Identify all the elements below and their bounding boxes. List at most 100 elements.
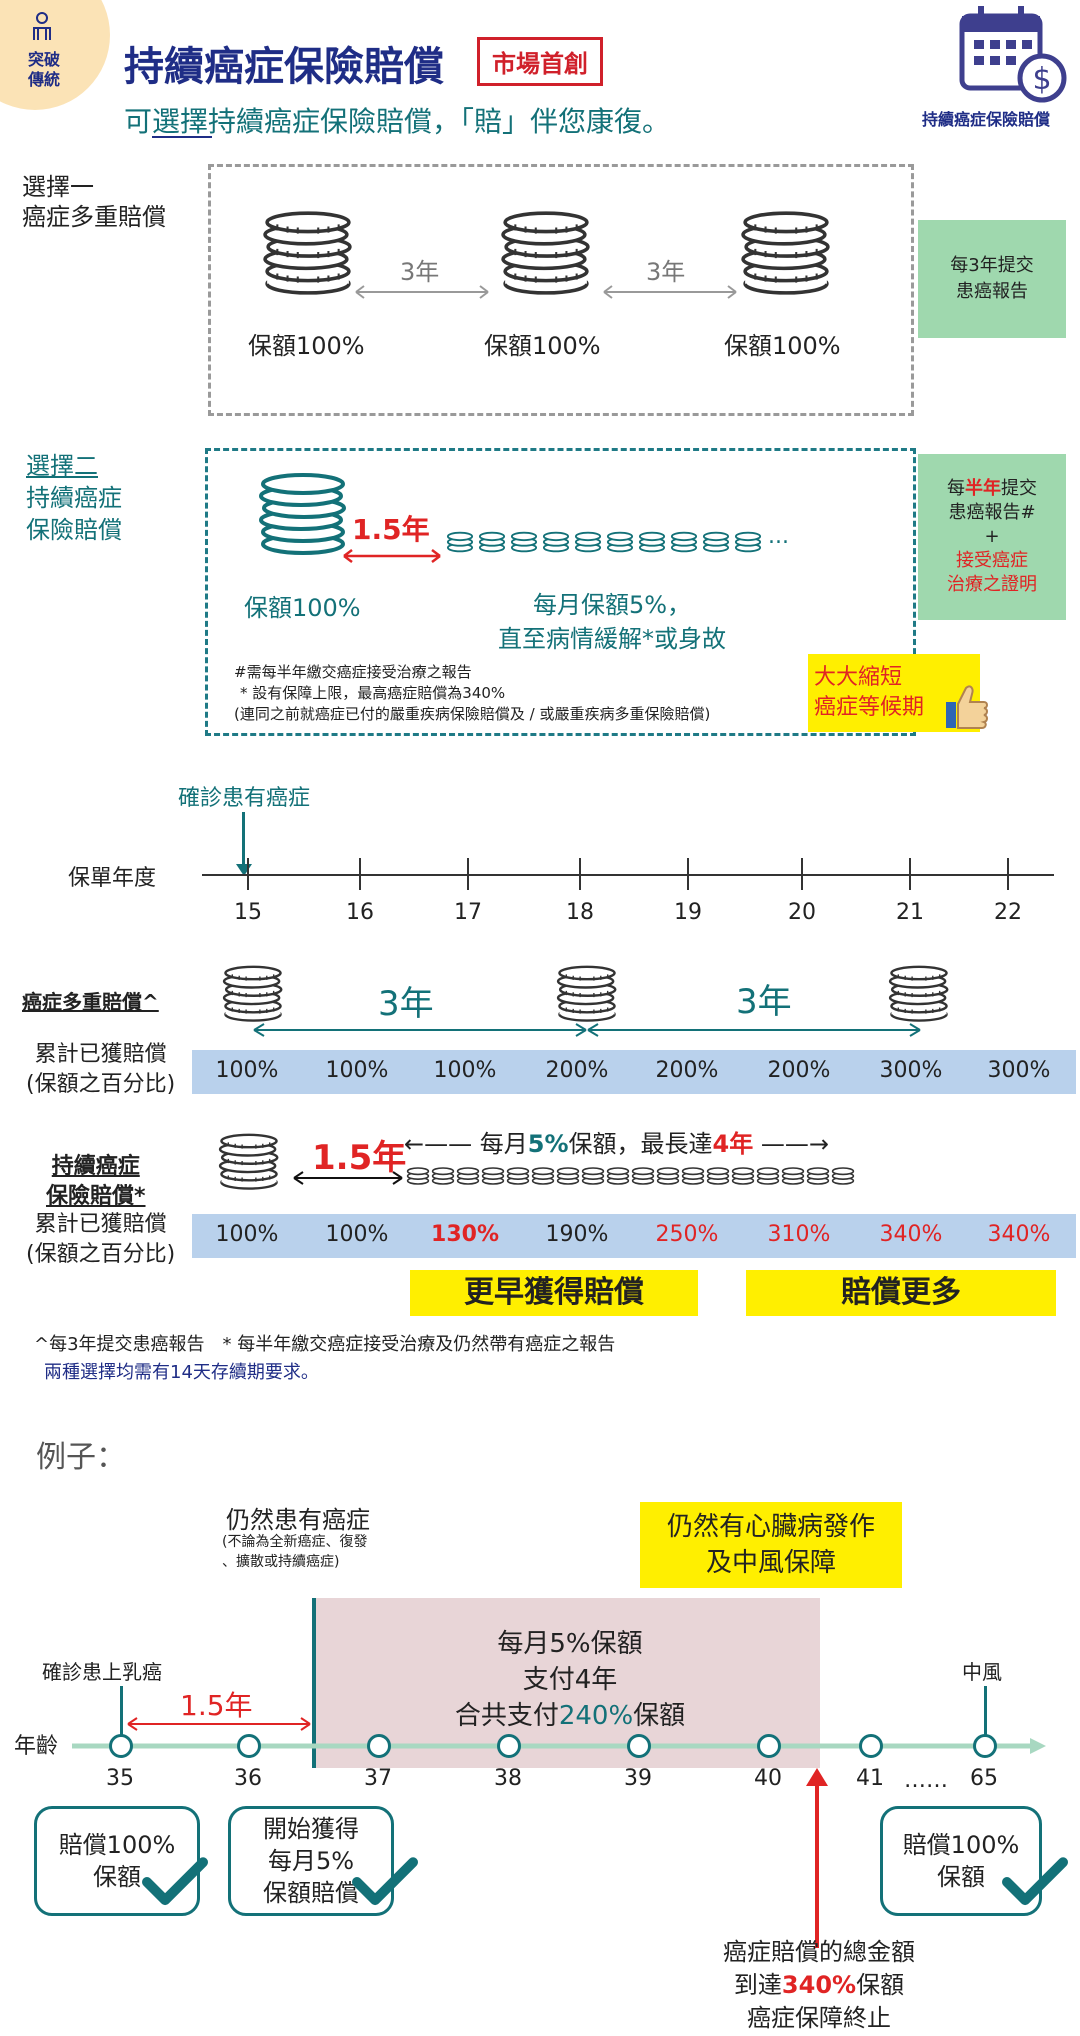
mini-coin-icon: [431, 1166, 455, 1186]
year-label: 21: [896, 900, 924, 925]
multi-value: 100%: [433, 1058, 497, 1083]
year-tick: [1007, 858, 1009, 890]
coin-stack-icon: [884, 962, 954, 1024]
check2-line3: 保額賠償: [263, 1879, 359, 1907]
age-node: [367, 1734, 391, 1758]
payout-start-line: [312, 1598, 316, 1768]
year-tick: [467, 858, 469, 890]
teal-double-arrow: [253, 1023, 587, 1037]
cont-row-label-1: 累計已獲賠償: [34, 1212, 167, 1237]
continuous-value: 100%: [215, 1222, 279, 1247]
payout-line3-post: 保額: [633, 1701, 686, 1731]
heart-line2: 及中風保障: [705, 1548, 836, 1578]
continuous-value: 340%: [987, 1222, 1051, 1247]
end-line3: 癌症保障終止: [747, 2004, 891, 2032]
multi-value: 100%: [215, 1058, 279, 1083]
continuous-value: 310%: [767, 1222, 831, 1247]
example-gap: 1.5年: [180, 1689, 253, 1722]
still-cancer-sub1: (不論為全新癌症、復發: [222, 1534, 368, 1550]
option2-note-pre: 每: [947, 478, 965, 499]
check-box-3: 賠償100% 保額: [880, 1806, 1042, 1916]
age-label-value: 38: [494, 1766, 522, 1791]
year-label: 20: [788, 900, 816, 925]
diagnosed-label: 確診患上乳癌: [42, 1660, 162, 1684]
continuous-value: 250%: [655, 1222, 719, 1247]
mini-coin-icon: [574, 530, 602, 554]
mini-coin-icon: [706, 1166, 730, 1186]
cont-arrow-pre: 每月: [479, 1130, 528, 1158]
mini-coin-icon: [606, 1166, 630, 1186]
cont-row-label-2: (保額之百分比): [26, 1242, 176, 1267]
stroke-label: 中風: [962, 1660, 1002, 1684]
age-node: [109, 1734, 133, 1758]
mini-coin-icon: [406, 1166, 430, 1186]
check1-line2: 保額: [93, 1863, 141, 1891]
waiting-period-callout: 大大縮短 癌症等候期: [808, 654, 980, 732]
double-arrow: [355, 285, 489, 299]
market-first-tag: 市場首創: [477, 37, 603, 86]
end-line2-pre: 到達: [733, 1971, 782, 1999]
option2-note-2: 患癌報告#: [948, 502, 1036, 523]
red-double-arrow: [293, 1171, 403, 1185]
payout-box: [314, 1598, 820, 1768]
option2-note-3: 接受癌症: [956, 550, 1028, 571]
check3-line2: 保額: [937, 1863, 985, 1891]
option2-footnote-3: (連同之前就癌症已付的嚴重疾病保險賠償及 / 或嚴重疾病多重保險賠償): [234, 705, 711, 723]
age-label-value: 35: [106, 1766, 134, 1791]
timeline-axis: [202, 874, 1054, 876]
mini-coin-icon: [456, 1166, 480, 1186]
option1-note-1: 每3年提交: [950, 255, 1034, 276]
mini-coin-icon: [581, 1166, 605, 1186]
age-label-value: 39: [624, 1766, 652, 1791]
continuous-label-1: 持續癌症: [51, 1154, 140, 1179]
cont-arrow-yrs: 4年: [712, 1130, 754, 1158]
payout-line3-pct: 240%: [558, 1701, 634, 1731]
coin-stack-icon: [214, 1130, 284, 1192]
age-label-value: 36: [234, 1766, 262, 1791]
option2-amount: 保額100%: [244, 594, 361, 622]
mini-coin-icon: [806, 1166, 830, 1186]
age-node: [497, 1734, 521, 1758]
mini-coin-icon: [631, 1166, 655, 1186]
subtitle: 可選擇持續癌症保險賠償，「賠」伴您康復。: [124, 105, 671, 138]
end-line2-post: 保額: [856, 1971, 905, 1999]
mini-coin-icon: [831, 1166, 855, 1186]
option1-label-1: 選擇一: [22, 173, 94, 201]
multi-value: 200%: [767, 1058, 831, 1083]
continuous-value: 340%: [879, 1222, 943, 1247]
check-icon: [352, 1856, 418, 1908]
still-cancer-sub2: 、擴散或持續癌症): [222, 1554, 340, 1570]
year-tick: [247, 858, 249, 890]
coin-stack-icon: [500, 206, 592, 298]
option1-gap2: 3年: [646, 258, 686, 286]
year-label: 19: [674, 900, 702, 925]
subtitle-underline: [152, 136, 212, 138]
age-axis: [72, 1738, 1046, 1754]
continuous-value: 100%: [325, 1222, 389, 1247]
note-2: 兩種選擇均需有14天存續期要求。: [44, 1362, 319, 1383]
heart-line1: 仍然有心臟病發作: [666, 1512, 875, 1542]
age-label: 年齡: [14, 1734, 59, 1759]
teal-double-arrow: [587, 1023, 921, 1037]
mini-coin-icon: [556, 1166, 580, 1186]
stroke-line: [984, 1686, 987, 1742]
option2-note: 每半年提交 患癌報告# + 接受癌症 治療之證明: [918, 454, 1066, 620]
age-label-value: 65: [970, 1766, 998, 1791]
continuous-value: 130%: [431, 1222, 499, 1247]
option2-note-4: 治療之證明: [947, 574, 1037, 595]
coin-stack-icon: [552, 962, 622, 1024]
coin-stack-icon: [218, 962, 288, 1024]
option1-note: 每3年提交 患癌報告: [918, 220, 1066, 338]
age-label-value: 40: [754, 1766, 782, 1791]
badge-icon: [30, 12, 54, 42]
thumbs-up-icon: [944, 682, 990, 732]
diagnosis-arrow: [242, 812, 245, 872]
option1-gap1: 3年: [400, 258, 440, 286]
age-label-value: 41: [856, 1766, 884, 1791]
option1-box: [208, 164, 914, 416]
check3-line1: 賠償100%: [902, 1831, 1020, 1859]
heart-stroke-cover: 仍然有心臟病發作 及中風保障: [640, 1502, 902, 1588]
year-tick: [909, 858, 911, 890]
arrow-left-line: ←——: [404, 1130, 473, 1158]
coin-stack-teal-icon: [258, 468, 348, 558]
